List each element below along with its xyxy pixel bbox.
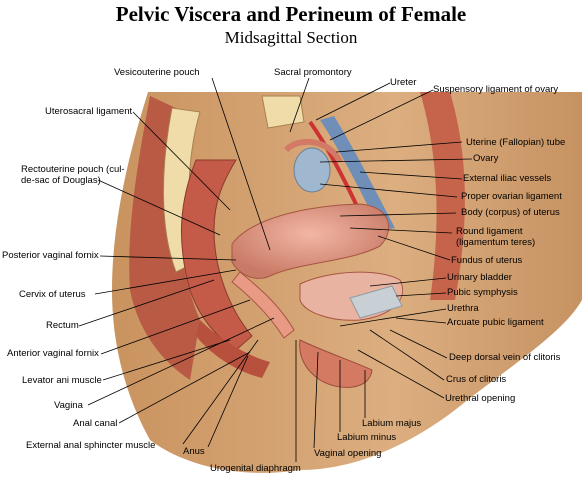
label-pubic-symphysis: Pubic symphysis: [447, 287, 518, 298]
label-suspensory-ligament: Suspensory ligament of ovary: [433, 84, 559, 95]
label-anal-canal: Anal canal: [73, 418, 118, 429]
ovary-shape: [293, 147, 331, 193]
label-anterior-fornix: Anterior vaginal fornix: [7, 348, 99, 359]
label-crus-clitoris: Crus of clitoris: [446, 374, 507, 385]
rectum-shape: [180, 159, 253, 351]
label-external-anal-sphincter: External anal sphincter muscle: [26, 440, 156, 451]
label-sacral-promontory: Sacral promontory: [274, 67, 352, 78]
labia-shape: [299, 339, 373, 388]
back-muscle: [129, 96, 200, 380]
uterus-shape: [231, 203, 390, 279]
label-vagina: Vagina: [54, 400, 83, 411]
label-fundus: Fundus of uterus: [451, 255, 523, 266]
label-vaginal-opening: Vaginal opening: [314, 448, 382, 459]
label-levator-ani: Levator ani muscle: [22, 375, 102, 386]
label-proper-ovarian: Proper ovarian ligament: [461, 191, 562, 202]
label-ovary: Ovary: [473, 153, 499, 164]
iliac-vessels: [320, 116, 395, 230]
label-rectouterine-pouch-1: Rectouterine pouch (cul-: [21, 164, 125, 175]
label-rectouterine-pouch-2: de-sac of Douglas): [21, 175, 101, 186]
label-body-of-uterus: Body (corpus) of uterus: [461, 207, 560, 218]
vagina-shape: [231, 271, 295, 339]
label-external-iliac: External iliac vessels: [463, 173, 552, 184]
label-uterine-tube: Uterine (Fallopian) tube: [466, 137, 566, 148]
figure-title: Pelvic Viscera and Perineum of Female: [115, 2, 467, 26]
label-round-ligament-2: (ligamentum teres): [456, 237, 536, 248]
label-vesicouterine-pouch: Vesicouterine pouch: [114, 67, 200, 78]
label-round-ligament-1: Round ligament: [456, 226, 523, 237]
label-urinary-bladder: Urinary bladder: [447, 272, 512, 283]
label-labium-minus: Labium minus: [337, 432, 397, 443]
label-cervix: Cervix of uterus: [19, 289, 86, 300]
label-uterosacral-ligament: Uterosacral ligament: [45, 106, 133, 117]
label-urethral-opening: Urethral opening: [445, 393, 516, 404]
label-posterior-fornix: Posterior vaginal fornix: [2, 250, 99, 261]
figure-subtitle: Midsagittal Section: [224, 28, 358, 47]
label-ureter: Ureter: [390, 77, 417, 88]
uterine-tube-shape: [283, 139, 343, 164]
pubic-bone: [349, 285, 403, 319]
label-labium-majus: Labium majus: [362, 418, 422, 429]
label-anus: Anus: [183, 446, 205, 457]
label-urethra: Urethra: [447, 303, 479, 314]
label-urogenital-diaphragm: Urogenital diaphragm: [210, 463, 301, 474]
label-arcuate-pubic: Arcuate pubic ligament: [447, 317, 544, 328]
label-deep-dorsal-vein: Deep dorsal vein of clitoris: [449, 352, 561, 363]
label-rectum: Rectum: [46, 320, 79, 331]
promontory-vertebra: [261, 95, 305, 129]
levator-shape: [196, 320, 270, 378]
